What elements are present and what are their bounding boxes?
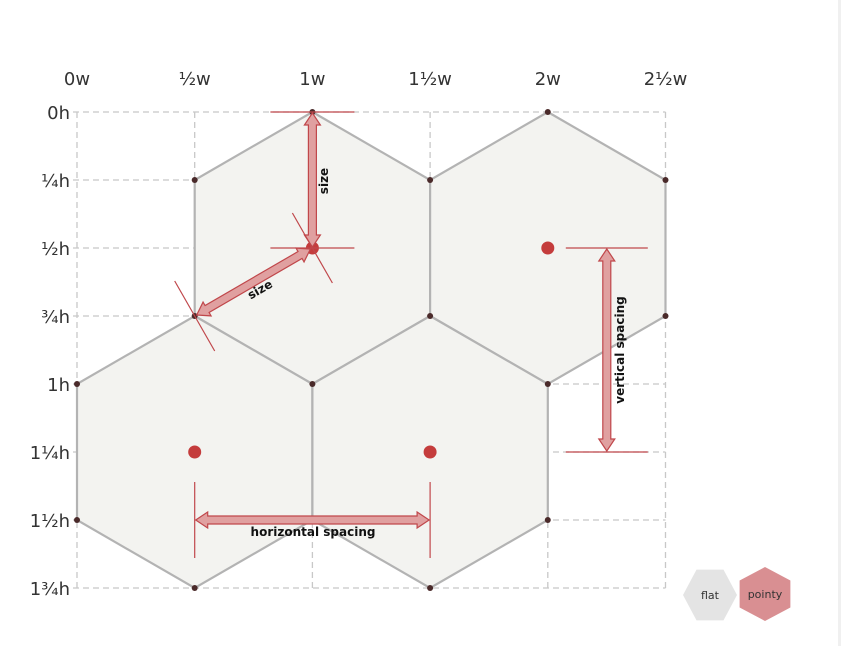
y-tick-label: 1¼h xyxy=(30,443,70,464)
hex-corner xyxy=(662,313,669,319)
guide-line xyxy=(174,280,216,352)
y-tick-label: 0h xyxy=(47,103,70,124)
horizontal-spacing-arrow xyxy=(194,510,431,530)
hex-corner xyxy=(191,585,198,591)
x-tick-label: 1½w xyxy=(408,69,452,90)
vertical-spacing-label: vertical spacing xyxy=(613,296,627,403)
hex-corner xyxy=(427,313,434,319)
y-tick-label: 1½h xyxy=(30,511,70,532)
y-axis-labels: 0h ¼h ½h ¾h 1h 1¼h 1½h 1¾h xyxy=(30,103,70,600)
hex-corner xyxy=(427,585,434,591)
x-tick-label: 2½w xyxy=(644,69,688,90)
guide-line xyxy=(291,212,333,284)
hex-corner xyxy=(309,381,316,387)
hex-center xyxy=(423,445,437,459)
y-tick-label: ¾h xyxy=(41,307,70,328)
size-diagonal-arrow xyxy=(195,247,312,317)
y-tick-label: 1h xyxy=(47,375,70,396)
hex-corner xyxy=(544,381,551,387)
pointy-label: pointy xyxy=(747,587,783,601)
flat-label: flat xyxy=(701,588,719,602)
x-tick-label: 2w xyxy=(535,69,561,90)
x-tick-label: ½w xyxy=(179,69,211,90)
y-tick-label: ½h xyxy=(41,239,70,260)
horizontal-spacing-label: horizontal spacing xyxy=(251,525,376,539)
page-edge xyxy=(838,0,841,646)
y-tick-label: 1¾h xyxy=(30,579,70,600)
hex-corner xyxy=(74,381,80,387)
flat-orientation-button[interactable]: flat xyxy=(683,569,737,621)
hex-corner xyxy=(74,517,80,523)
hex-corner xyxy=(544,109,551,115)
hex-corner xyxy=(427,177,434,183)
size-vertical-label: size xyxy=(317,168,331,194)
x-tick-label: 0w xyxy=(64,69,90,90)
hex-corner xyxy=(544,517,551,523)
hex-corner xyxy=(191,177,198,183)
hex-center xyxy=(541,241,555,255)
hex-corner xyxy=(662,177,669,183)
x-axis-labels: 0w ½w 1w 1½w 2w 2½w xyxy=(64,69,687,90)
pointy-orientation-button[interactable]: pointy xyxy=(739,567,791,621)
vertical-spacing-arrow xyxy=(597,247,616,453)
dimension-arrows xyxy=(174,111,648,558)
y-tick-label: ¼h xyxy=(41,171,70,192)
hex-center xyxy=(188,445,202,459)
x-tick-label: 1w xyxy=(299,69,325,90)
